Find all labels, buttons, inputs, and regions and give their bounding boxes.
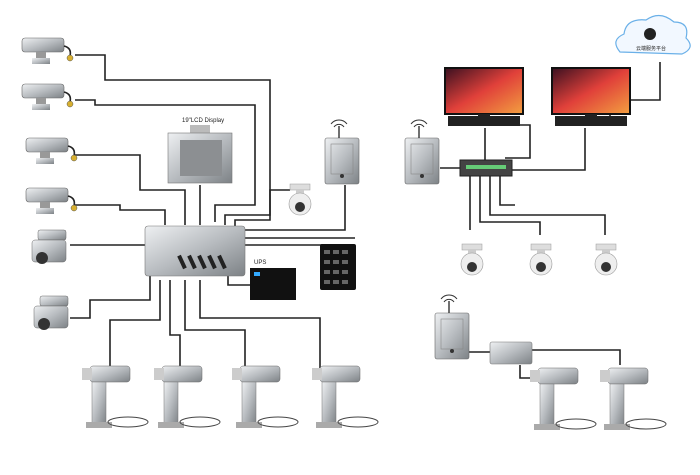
bullet-camera (25, 187, 78, 215)
ptz-dome-camera (460, 243, 484, 276)
explosion-proof-ptz-camera (33, 295, 69, 331)
keypad (320, 244, 356, 290)
junction-box-small (489, 341, 533, 365)
bullet-camera (21, 37, 74, 65)
junction-box (144, 225, 246, 277)
explosion-proof-ptz-camera (31, 229, 67, 265)
ptz-dome-camera (529, 243, 553, 276)
explosion-proof-camera (529, 367, 597, 431)
ptz-dome-camera (594, 243, 618, 276)
ups: UPS (250, 260, 296, 300)
cloud-platform: 云端服务平台 (615, 14, 691, 55)
lcd-label: 19"LCD Display (182, 118, 224, 124)
bullet-camera (21, 83, 74, 111)
lcd-display: 19"LCD Display (167, 118, 233, 184)
wireless-transmitter (324, 119, 360, 185)
wiring-left (70, 54, 355, 368)
monitor (444, 67, 524, 126)
explosion-proof-camera (311, 365, 379, 429)
monitor (551, 67, 631, 126)
wireless-transmitter (404, 119, 440, 185)
dome-camera (288, 183, 312, 216)
ups-label: UPS (254, 260, 266, 266)
explosion-proof-camera (231, 365, 299, 429)
explosion-proof-camera (81, 365, 149, 429)
network-switch (459, 159, 513, 177)
explosion-proof-camera (153, 365, 221, 429)
wireless-transmitter (434, 294, 470, 360)
cloud-label: 云端服务平台 (636, 45, 666, 52)
explosion-proof-camera (599, 367, 667, 431)
bullet-camera (25, 137, 78, 165)
